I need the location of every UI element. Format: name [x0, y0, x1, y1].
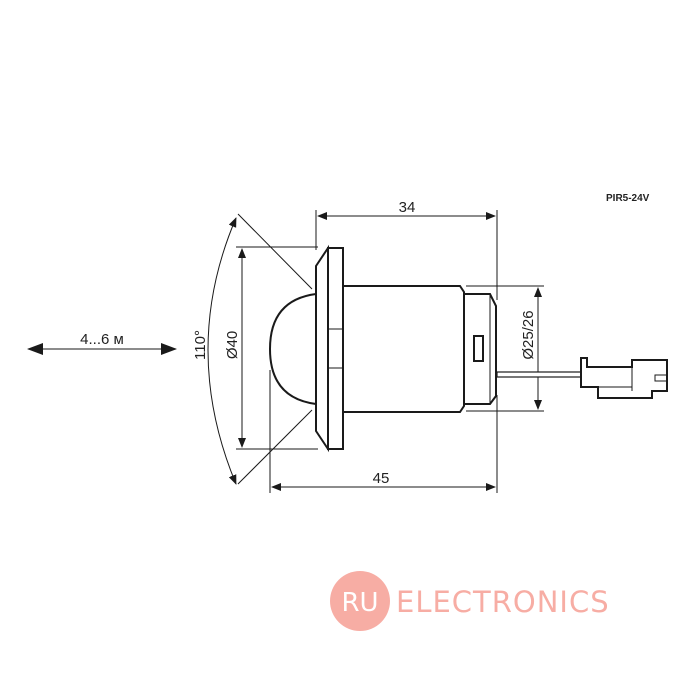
logo-badge-text: RU — [341, 588, 378, 618]
total-length-label: 45 — [373, 470, 390, 487]
range-label: 4...6 м — [80, 331, 124, 348]
body-length-label: 34 — [399, 199, 416, 216]
connector — [580, 357, 668, 399]
logo-badge — [330, 571, 390, 631]
body-diameter-label: Ø25/26 — [520, 310, 537, 359]
watermark-logo: RU ELECTRONICS — [330, 571, 610, 631]
latch-slot — [473, 335, 484, 362]
angle-arc — [207, 217, 237, 485]
logo-text: ELECTRONICS — [396, 585, 610, 619]
angle-label: 110° — [192, 330, 209, 360]
flange — [327, 247, 344, 450]
angle-line-bottom — [237, 409, 313, 485]
model-label: PIR5-24V — [606, 193, 650, 204]
flange-chamfer — [315, 244, 329, 453]
lens-dome — [268, 293, 317, 405]
sensor-body — [342, 285, 465, 413]
flange-diameter-label: Ø40 — [224, 331, 241, 359]
angle-line-top — [237, 213, 313, 290]
cable — [496, 371, 582, 378]
